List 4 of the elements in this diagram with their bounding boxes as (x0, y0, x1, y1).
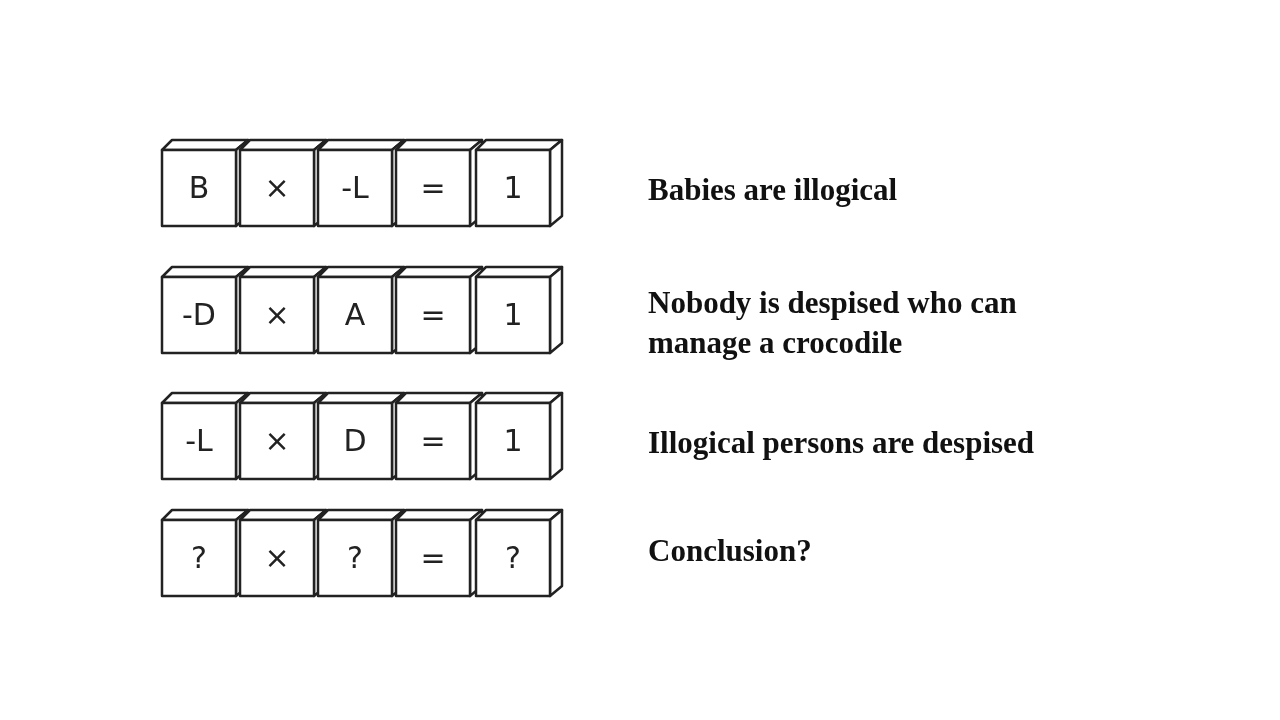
statement-text: Conclusion? (648, 532, 813, 570)
statement-text: Babies are illogical (648, 171, 899, 209)
statement-text: Illogical persons are despised (648, 424, 1036, 462)
statement-text: Nobody is despised who can manage a crocodile (648, 284, 1018, 362)
